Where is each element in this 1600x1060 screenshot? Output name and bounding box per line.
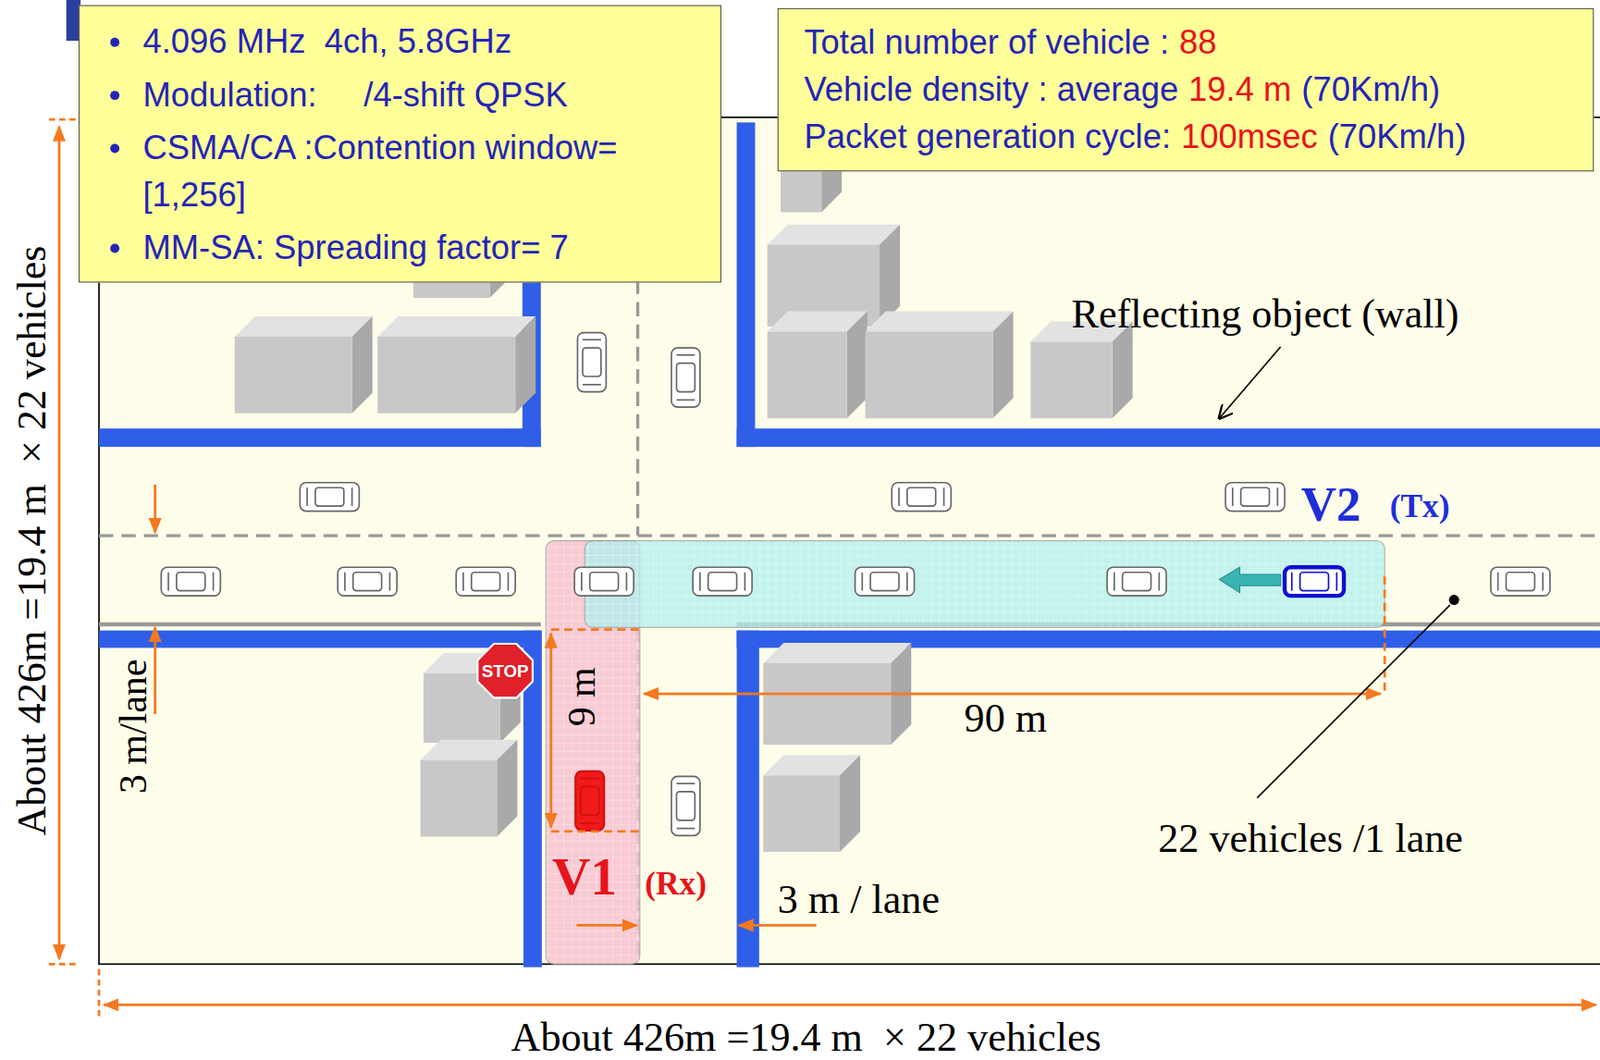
highlight-value: 88 [1179, 23, 1218, 62]
leader-lines [1218, 346, 1459, 799]
parameter-text: Total number of vehicle : [803, 23, 1170, 62]
note: 22 vehicles /1 lane [1157, 818, 1464, 860]
vehicle-name: V2 [1301, 479, 1362, 529]
wall-label: Reflecting object (wall) [1070, 294, 1459, 335]
highlight-value: 19.4 m [1188, 70, 1292, 109]
parameter-text: 4.096 MHz 4ch, 5.8GHz [142, 22, 512, 61]
bullet [110, 144, 120, 154]
bullet [110, 90, 120, 100]
vehicles [160, 332, 1551, 837]
text-line: MM-SA: Spreading factor= 7 [142, 224, 708, 272]
text-line: 4.096 MHz 4ch, 5.8GHz [142, 18, 708, 66]
parameter-text: (70Km/h) [1328, 117, 1467, 156]
dimension: About 426m =19.4 m × 22 vehicles [511, 1017, 1102, 1059]
text-line: Total number of vehicle :88 [803, 19, 1581, 67]
stop-text: STOP [481, 662, 530, 680]
parameter-text: Vehicle density : average [803, 70, 1179, 109]
text-line: Packet generation cycle: 100msec (70Km/h) [803, 112, 1581, 160]
bullet [110, 244, 120, 254]
dimension: 9 m [562, 666, 602, 727]
map-ground [98, 117, 1600, 964]
direction-arrow [1218, 566, 1280, 593]
dimension: 3 m / lane [777, 879, 940, 921]
walls [98, 122, 1600, 967]
dimension: About 426m =19.4 m × 22 vehicles [11, 246, 52, 837]
coverage-areas [545, 541, 1385, 965]
bullet [110, 37, 120, 48]
parameter-text: Modulation: /4-shift QPSK [142, 75, 567, 114]
road-markings [98, 122, 1600, 964]
parameter-text: MM-SA: Spreading factor= 7 [142, 228, 568, 267]
dimension: 90 m [964, 697, 1048, 739]
text-line: Vehicle density : average19.4 m(70Km/h) [803, 66, 1581, 114]
dimension-lines [49, 119, 1597, 1019]
vehicle-role: (Rx) [644, 867, 707, 900]
parameter-text: Packet generation cycle: [803, 117, 1171, 156]
vehicle-name: V1 [552, 850, 617, 904]
parameter-text: CSMA/CA :Contention window= [1,256] [142, 128, 627, 214]
text-line: CSMA/CA :Contention window= [1,256] [142, 124, 708, 219]
highlight-value: 100msec [1181, 117, 1318, 156]
parameter-box: 4.096 MHz 4ch, 5.8GHzModulation: /4-shif… [78, 5, 722, 284]
dimension: 3 m/lane [112, 659, 152, 794]
stop-sign [477, 643, 533, 698]
parameter-box: Total number of vehicle :88Vehicle densi… [777, 8, 1595, 172]
vehicle-role: (Tx) [1390, 489, 1451, 522]
parameter-text: (70Km/h) [1301, 70, 1440, 109]
text-line: Modulation: /4-shift QPSK [142, 71, 708, 119]
